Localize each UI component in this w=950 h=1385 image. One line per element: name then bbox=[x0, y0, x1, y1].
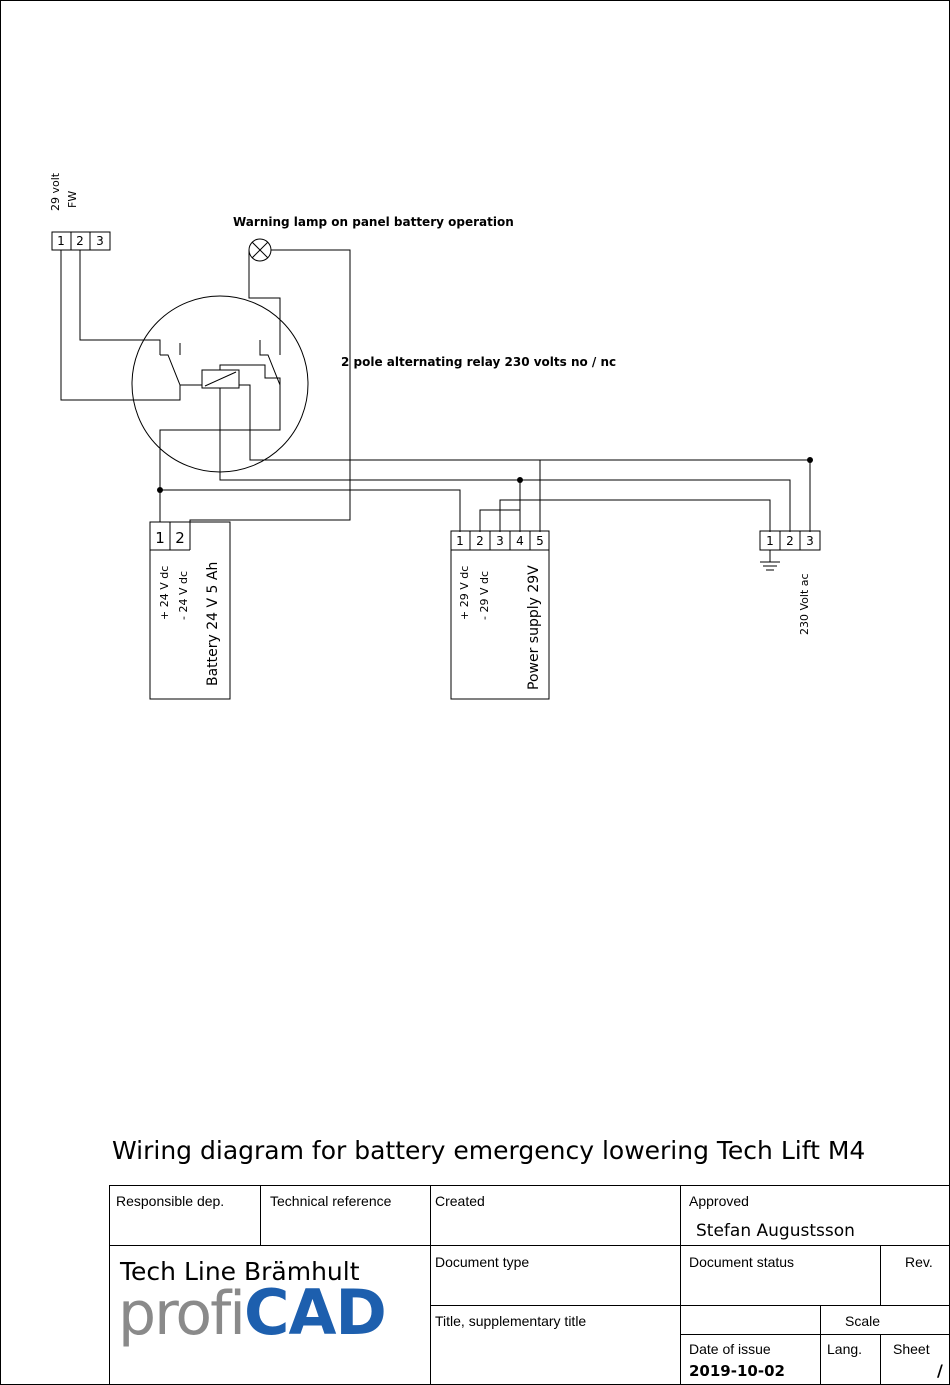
fw-connector bbox=[51, 231, 111, 251]
ps-pin-5: 5 bbox=[536, 534, 544, 548]
battery-pin-2: 2 bbox=[175, 529, 185, 547]
junction-dot bbox=[157, 487, 163, 493]
ps-pin-1: 1 bbox=[456, 534, 464, 548]
battery-pin-1: 1 bbox=[155, 529, 165, 547]
logo-text-cad: CAD bbox=[243, 1276, 387, 1349]
document-type-label: Document type bbox=[435, 1254, 530, 1270]
ps-pin-4: 4 bbox=[516, 534, 524, 548]
junction-dot bbox=[517, 477, 523, 483]
ps-minus-label: - 29 V dc bbox=[478, 571, 491, 620]
drawing-title: Wiring diagram for battery emergency low… bbox=[112, 1136, 866, 1165]
company-name: Tech Line Brämhult bbox=[120, 1257, 360, 1286]
approved-label: Approved bbox=[689, 1193, 749, 1209]
mains-pin-1: 1 bbox=[766, 534, 774, 548]
fw-label: FW bbox=[66, 191, 79, 208]
logo-text-profi: profi bbox=[118, 1279, 246, 1349]
ps-pin-2: 2 bbox=[476, 534, 484, 548]
proficad-logo: profiCAD bbox=[118, 1282, 387, 1345]
mains-label: 230 Volt ac bbox=[798, 573, 811, 635]
fw-voltage-label: 29 volt bbox=[49, 172, 62, 211]
ps-title: Power supply 29V bbox=[526, 565, 542, 690]
sheet-label: Sheet bbox=[893, 1341, 930, 1357]
battery-title: Battery 24 V 5 Ah bbox=[205, 562, 221, 686]
battery-plus-label: + 24 V dc bbox=[158, 566, 171, 620]
lang-label: Lang. bbox=[827, 1341, 863, 1357]
ps-pin-3: 3 bbox=[496, 534, 504, 548]
title-supplementary-label: Title, supplementary title bbox=[435, 1313, 587, 1329]
fw-pin-1: 1 bbox=[57, 234, 65, 248]
mains-pin-2: 2 bbox=[786, 534, 794, 548]
power-supply-block bbox=[450, 530, 550, 700]
ps-plus-label: + 29 V dc bbox=[458, 566, 471, 620]
mains-pin-3: 3 bbox=[806, 534, 814, 548]
junction-dot bbox=[807, 457, 813, 463]
sheet-value: / bbox=[937, 1361, 943, 1380]
approved-value: Stefan Augustsson bbox=[696, 1221, 855, 1241]
lamp-label: Warning lamp on panel battery operation bbox=[233, 215, 514, 229]
fw-pin-3: 3 bbox=[96, 234, 104, 248]
scale-label: Scale bbox=[845, 1313, 881, 1329]
title-block bbox=[109, 1185, 949, 1384]
fw-pin-2: 2 bbox=[76, 234, 84, 248]
technical-reference-label: Technical reference bbox=[270, 1193, 392, 1209]
date-of-issue-label: Date of issue bbox=[689, 1341, 771, 1357]
created-label: Created bbox=[435, 1193, 485, 1209]
date-of-issue-value: 2019-10-02 bbox=[689, 1362, 785, 1380]
battery-minus-label: - 24 V dc bbox=[177, 571, 190, 620]
responsible-dep-label: Responsible dep. bbox=[116, 1193, 225, 1209]
document-status-label: Document status bbox=[689, 1254, 795, 1270]
relay-label: 2 pole alternating relay 230 volts no / … bbox=[341, 355, 616, 369]
mains-connector bbox=[759, 530, 821, 551]
rev-label: Rev. bbox=[905, 1254, 933, 1270]
